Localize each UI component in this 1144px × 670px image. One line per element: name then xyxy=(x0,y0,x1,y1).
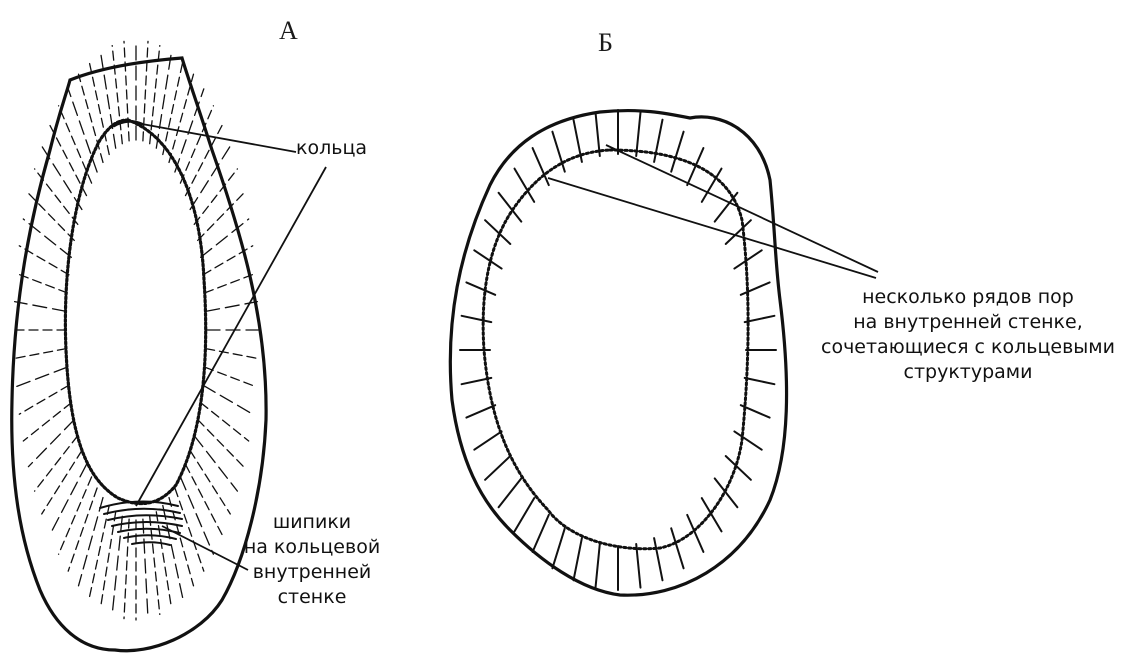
figure-b-wall-segment xyxy=(596,112,600,156)
figure-a-striation xyxy=(28,420,74,467)
figure-b-wall-segment xyxy=(466,282,495,294)
figure-a-striation xyxy=(190,451,230,515)
label-pores-line-2: на внутренней стенке, xyxy=(792,310,1144,335)
figure-a-striations xyxy=(14,40,258,620)
figure-b-wall-segment xyxy=(654,538,662,580)
figure-a-striation xyxy=(42,146,82,210)
figure-b-ring-segments xyxy=(460,110,776,590)
figure-b-wall-segment xyxy=(726,220,751,244)
figure-a-striation xyxy=(194,436,237,492)
figure-a-striation xyxy=(201,403,249,441)
figure-a-striation xyxy=(198,193,244,240)
label-spines-line-1: шипики xyxy=(232,510,392,535)
figure-a-striation xyxy=(50,464,87,535)
figure-a-inner-wall xyxy=(65,120,205,504)
figure-a-striation xyxy=(169,498,194,586)
figure-a-striation xyxy=(169,74,194,162)
figure-b-wall-segment xyxy=(636,544,640,588)
figure-a-striation xyxy=(150,516,160,614)
figure-a-striation xyxy=(143,41,148,140)
figure-a-striation xyxy=(89,506,109,598)
figure-b-wall-segment xyxy=(734,250,761,268)
figure-b-inner-wall xyxy=(483,150,748,549)
figure-b-wall-segment xyxy=(745,378,775,384)
figure-b-wall-segment xyxy=(741,282,770,294)
figure-a-striation xyxy=(163,62,183,154)
figure-a-striation xyxy=(124,519,129,619)
figure-a-striation xyxy=(16,273,67,293)
figure-b-wall-segment xyxy=(552,528,564,568)
figure-b-inner-wall-edge xyxy=(483,150,748,549)
figure-a-striation xyxy=(156,53,171,149)
leader-rings-bottom xyxy=(136,167,326,506)
figure-b-wall-segment xyxy=(474,431,501,449)
figure-a-striation xyxy=(205,273,256,293)
figure-a-outer-wall xyxy=(12,58,266,651)
figure-a-striation xyxy=(175,488,204,571)
figure-b-wall-segment xyxy=(474,250,501,268)
leader-lines xyxy=(136,124,878,570)
panel-label-b: Б xyxy=(598,28,613,58)
figure-a-striation xyxy=(19,385,69,414)
figure-b-wall-segment xyxy=(462,316,492,322)
figure-a-striation xyxy=(79,498,104,586)
figure-a-striation xyxy=(186,464,223,535)
figure-a-striation xyxy=(68,89,97,172)
figure-b-wall-segment xyxy=(485,456,510,480)
figure-a-striation xyxy=(35,436,78,492)
figure-a-striation xyxy=(16,367,67,387)
figure-a-striation xyxy=(190,146,230,210)
figure-b-wall-segment xyxy=(499,193,522,222)
figure-b-wall-segment xyxy=(596,544,600,588)
figure-a-striation xyxy=(23,403,71,441)
label-spines-line-4: стенке xyxy=(232,585,392,610)
figure-a-striation xyxy=(79,74,104,162)
label-rings: кольца xyxy=(296,136,367,161)
figure-b-wall-segment xyxy=(671,528,683,568)
figure-a-striation xyxy=(68,488,97,571)
figure-b-wall-segment xyxy=(533,515,549,552)
label-spines-line-3: внутренней xyxy=(232,560,392,585)
label-pores-line-3: сочетающиеся с кольцевыми xyxy=(792,335,1144,360)
label-spines: шипики на кольцевой внутренней стенке xyxy=(232,510,392,610)
figure-b-outer-wall xyxy=(450,111,786,596)
figure-a-striation xyxy=(42,451,82,515)
figure-a-striation xyxy=(15,349,67,359)
figure-a-striation xyxy=(206,349,258,359)
figure-a-striation xyxy=(112,46,122,144)
figure-a-striation xyxy=(180,106,213,183)
figure-b-wall-segment xyxy=(671,132,683,172)
figure-a-striation xyxy=(194,169,237,225)
figure-b xyxy=(450,110,786,595)
figure-a-striation xyxy=(59,477,92,554)
figure-b-wall-segment xyxy=(734,431,761,449)
figure-a-striation xyxy=(203,385,253,414)
leader-pores-2 xyxy=(548,178,876,278)
figure-a-striation xyxy=(101,512,116,608)
figure-a-striation xyxy=(15,302,67,312)
figure-a-striation xyxy=(180,477,213,554)
panel-label-a: А xyxy=(279,16,298,46)
figure-b-wall-segment xyxy=(515,498,535,531)
label-pores-line-1: несколько рядов пор xyxy=(792,285,1144,310)
figure-b-wall-segment xyxy=(574,538,582,580)
figure-b-wall-segment xyxy=(499,478,522,507)
figure-a-striation xyxy=(198,420,244,467)
figure-b-wall-segment xyxy=(636,112,640,156)
figure-a-striation xyxy=(35,169,78,225)
label-pores: несколько рядов пор на внутренней стенке… xyxy=(792,285,1144,385)
figure-a-striation xyxy=(143,519,148,619)
label-pores-line-4: структурами xyxy=(792,360,1144,385)
figure-a-striation xyxy=(124,41,129,140)
figure-b-wall-segment xyxy=(466,405,495,417)
figure-a-striation xyxy=(28,193,74,240)
label-spines-line-2: на кольцевой xyxy=(232,535,392,560)
